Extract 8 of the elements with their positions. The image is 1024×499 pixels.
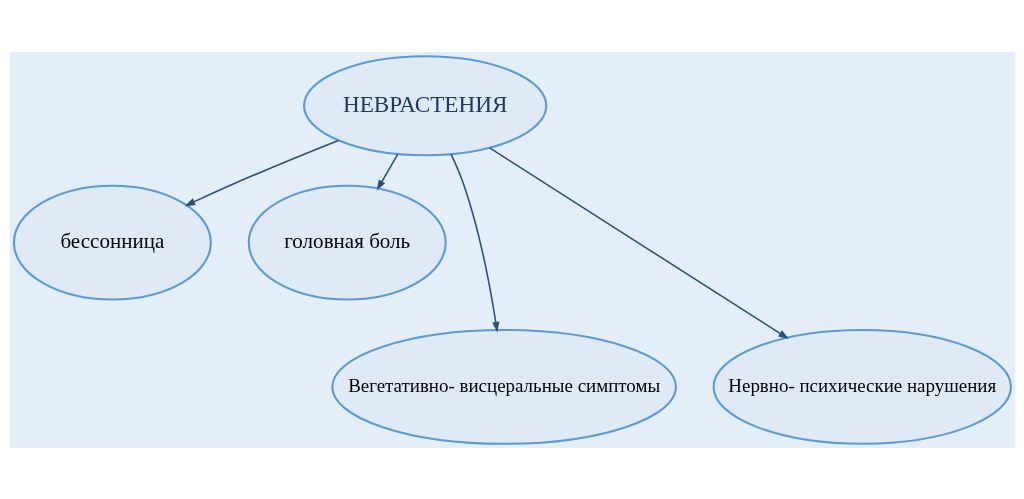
node-ellipse: бессонница — [12, 184, 212, 301]
arrow — [488, 146, 789, 339]
node-ellipse: головная боль — [247, 184, 447, 301]
arrow — [449, 153, 499, 332]
node-ellipse: НЕВРАСТЕНИЯ — [302, 54, 547, 156]
node-ellipse: Вегетативно- висцеральные симптомы — [330, 328, 677, 445]
arrow — [184, 139, 339, 206]
arrow — [376, 153, 398, 191]
